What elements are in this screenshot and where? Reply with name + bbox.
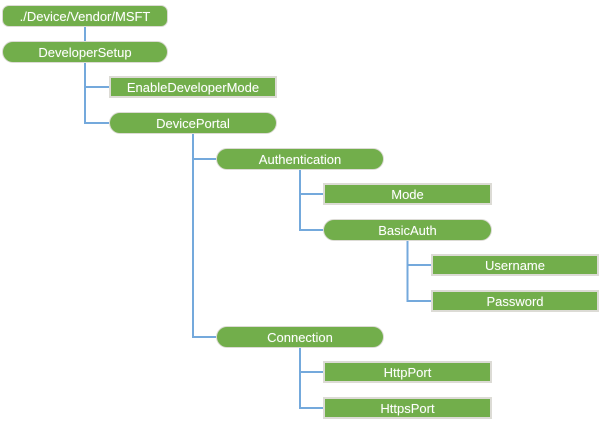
node-httpport: HttpPort <box>323 361 492 383</box>
node-deviceportal: DevicePortal <box>109 112 277 134</box>
connector-connection-httpsport <box>299 348 325 409</box>
node-label: DevicePortal <box>156 115 230 131</box>
node-developersetup: DeveloperSetup <box>2 41 168 63</box>
node-label: Username <box>485 257 545 273</box>
node-httpsport: HttpsPort <box>323 397 492 419</box>
node-mode: Mode <box>323 183 492 205</box>
node-authentication: Authentication <box>216 148 384 170</box>
node-enabledevelopermode: EnableDeveloperMode <box>109 76 277 98</box>
connector-basicauth-username <box>406 241 433 266</box>
connector-basicauth-password <box>406 241 433 302</box>
node-basicauth: BasicAuth <box>323 219 492 241</box>
node-label: ./Device/Vendor/MSFT <box>19 8 151 24</box>
connector-deviceportal-authentication <box>192 134 218 160</box>
connector-developersetup-enabledevelopermode <box>84 63 111 88</box>
node-label: DeveloperSetup <box>38 44 132 60</box>
node-label: Connection <box>267 329 333 345</box>
node-label: Password <box>486 293 544 309</box>
node-label: HttpsPort <box>380 400 435 416</box>
connector-connection-httpport <box>299 348 325 373</box>
node-label: Mode <box>391 186 424 202</box>
node-username: Username <box>431 254 599 276</box>
node-msft: ./Device/Vendor/MSFT <box>2 5 168 27</box>
node-label: Authentication <box>258 151 342 167</box>
node-label: EnableDeveloperMode <box>126 79 260 95</box>
node-label: HttpPort <box>383 364 432 380</box>
connector-authentication-basicauth <box>299 170 325 231</box>
node-connection: Connection <box>216 326 384 348</box>
connector-deviceportal-connection <box>192 134 218 338</box>
node-label: BasicAuth <box>378 222 437 238</box>
node-password: Password <box>431 290 599 312</box>
connector-authentication-mode <box>299 170 325 195</box>
connector-developersetup-deviceportal <box>84 63 111 124</box>
